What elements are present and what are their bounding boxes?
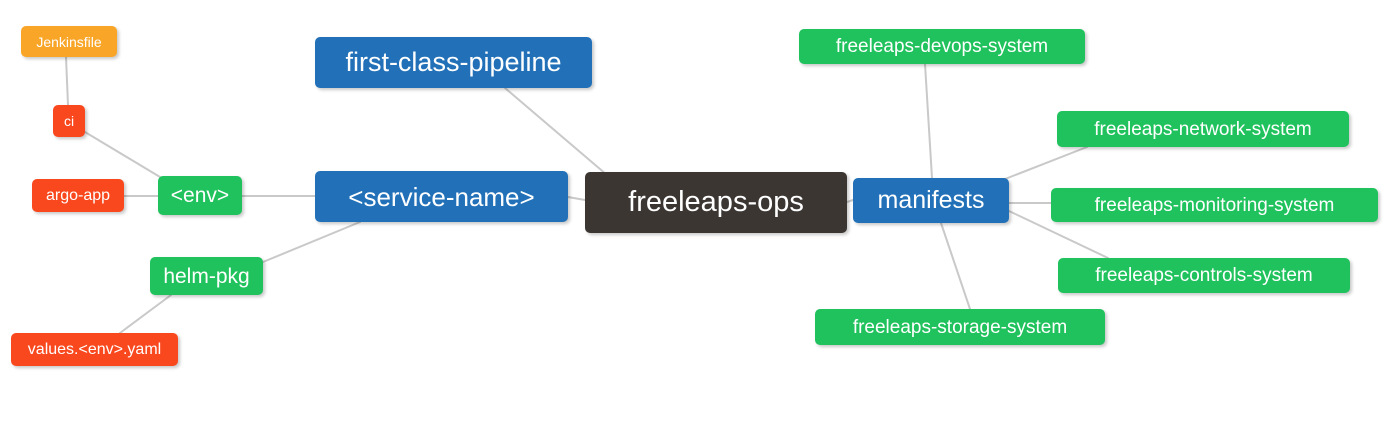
edge-manifests-to-freeleaps-network-system xyxy=(999,146,1088,182)
mindmap-node-freeleaps-storage-system[interactable]: freeleaps-storage-system xyxy=(815,309,1105,345)
mindmap-node-freeleaps-devops-system[interactable]: freeleaps-devops-system xyxy=(799,29,1085,64)
mindmap-node-freeleaps-controls-system[interactable]: freeleaps-controls-system xyxy=(1058,258,1350,293)
edge-manifests-to-freeleaps-storage-system xyxy=(940,222,971,310)
mindmap-node-service-name[interactable]: <service-name> xyxy=(315,171,568,222)
edge-env-to-ci xyxy=(84,131,171,184)
mindmap-node-freeleaps-network-system[interactable]: freeleaps-network-system xyxy=(1057,111,1349,147)
edge-helm-pkg-to-values-env-yaml xyxy=(119,294,172,334)
edge-service-name-to-helm-pkg xyxy=(262,221,361,263)
mindmap-node-argo-app[interactable]: argo-app xyxy=(32,179,124,212)
mindmap-node-first-class-pipeline[interactable]: first-class-pipeline xyxy=(315,37,592,88)
mindmap-node-ci[interactable]: ci xyxy=(53,105,85,137)
mindmap-node-helm-pkg[interactable]: helm-pkg xyxy=(150,257,263,295)
mindmap-node-freeleaps-monitoring-system[interactable]: freeleaps-monitoring-system xyxy=(1051,188,1378,222)
mindmap-node-jenkinsfile[interactable]: Jenkinsfile xyxy=(21,26,117,57)
edge-ci-to-jenkinsfile xyxy=(65,56,69,106)
mindmap-node-freeleaps-ops[interactable]: freeleaps-ops xyxy=(585,172,847,233)
edge-manifests-to-freeleaps-devops-system xyxy=(924,63,933,179)
edge-freeleaps-ops-to-first-class-pipeline xyxy=(504,87,608,176)
edge-freeleaps-ops-to-service-name xyxy=(567,196,586,201)
mindmap-node-manifests[interactable]: manifests xyxy=(853,178,1009,223)
mindmap-node-values-env-yaml[interactable]: values.<env>.yaml xyxy=(11,333,178,366)
mindmap-node-env[interactable]: <env> xyxy=(158,176,242,215)
